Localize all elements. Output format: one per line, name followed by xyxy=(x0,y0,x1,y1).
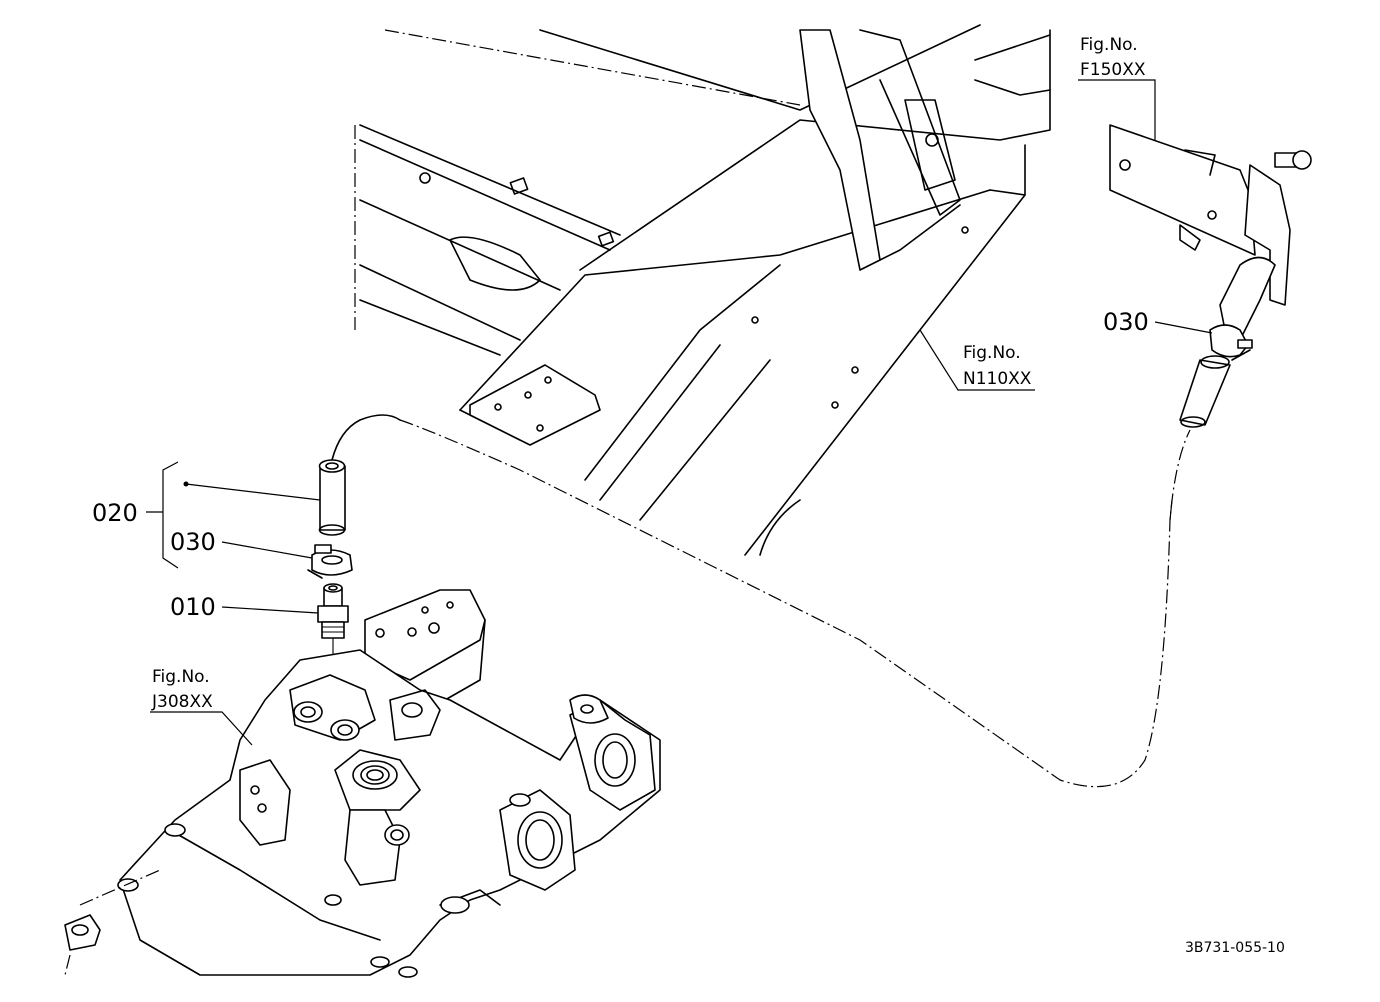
fitting-010 xyxy=(317,583,349,900)
hose-routing xyxy=(331,414,1191,788)
fig-ref-label-f150: Fig.No. xyxy=(1080,35,1138,55)
part-number-030-right: 030 xyxy=(1103,308,1149,336)
bracket-assembly-drawing xyxy=(1109,124,1312,428)
fig-ref-code-f150: F150XX xyxy=(1080,60,1146,80)
fig-ref-code-n110: N110XX xyxy=(963,369,1032,389)
hose-clamp-030 xyxy=(307,544,353,579)
leader-lines xyxy=(146,79,1213,746)
fig-ref-code-j308: J308XX xyxy=(151,692,213,712)
part-number-020: 020 xyxy=(92,499,138,527)
floor-frame-drawing xyxy=(354,24,1051,556)
drawing-code: 3B731-055-10 xyxy=(1185,940,1285,956)
valve-block-drawing xyxy=(64,589,661,978)
hose-segment-020 xyxy=(318,459,346,536)
fig-ref-label-j308: Fig.No. xyxy=(152,667,210,687)
part-number-030-left: 030 xyxy=(170,528,216,556)
fig-ref-label-n110: Fig.No. xyxy=(963,343,1021,363)
part-number-010: 010 xyxy=(170,593,216,621)
